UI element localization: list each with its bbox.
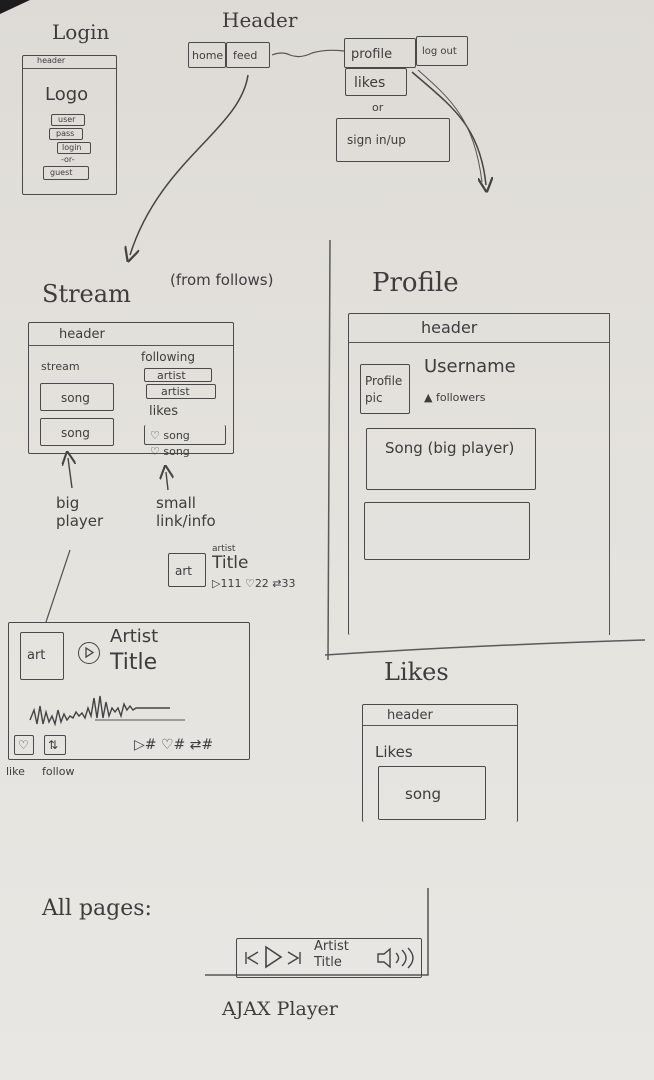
- page-bottom-line: [205, 888, 429, 976]
- profile-pic[interactable]: Profile pic: [360, 364, 410, 414]
- like-label: like: [6, 765, 25, 778]
- likes-header-label: header: [387, 708, 433, 723]
- profile-header-label: header: [421, 318, 478, 337]
- play-button-icon[interactable]: [78, 642, 100, 664]
- login-logo: Logo: [45, 84, 89, 105]
- login-user-field[interactable]: user: [51, 114, 85, 126]
- likes-heading: Likes: [375, 743, 413, 761]
- ajax-player-label: AJAX Player: [222, 998, 338, 1020]
- nav-profile-button[interactable]: profile: [344, 38, 416, 68]
- profile-username[interactable]: Username: [424, 356, 516, 377]
- feed-to-stream-arrow: [130, 74, 249, 255]
- nav-connector-line: [271, 49, 345, 58]
- follow-button[interactable]: ⇅: [44, 735, 66, 755]
- login-button[interactable]: login: [57, 142, 91, 154]
- all-pages-label: All pages:: [42, 896, 152, 921]
- big-player-stats: ▷# ♡# ⇄#: [134, 737, 214, 753]
- profile-followers[interactable]: ▲ followers: [424, 391, 486, 404]
- previous-icon[interactable]: [242, 948, 262, 968]
- like-button[interactable]: ♡: [14, 735, 34, 755]
- profile-mock: header: [348, 313, 610, 635]
- likes-heading: likes: [149, 404, 179, 419]
- likes-mock: header Likes: [362, 704, 518, 822]
- small-note-arrow: [166, 472, 168, 491]
- profile-empty-slot: [364, 502, 530, 560]
- play-icon[interactable]: [262, 944, 284, 970]
- stream-title: Stream: [42, 280, 131, 308]
- stream-header-label: header: [59, 327, 105, 342]
- ajax-player-title[interactable]: Title: [314, 955, 342, 970]
- profile-title: Profile: [372, 268, 459, 298]
- stream-song-1[interactable]: song: [40, 383, 114, 411]
- following-artist-1[interactable]: artist: [144, 368, 212, 382]
- big-player-note-arrow: [68, 458, 72, 489]
- nav-home-button[interactable]: home: [188, 42, 226, 68]
- repost-icon: ⇅: [48, 738, 59, 752]
- nav-or: or: [372, 101, 384, 114]
- stream-song-2[interactable]: song: [40, 418, 114, 446]
- heart-icon: ♡: [18, 738, 29, 752]
- play-icon: [85, 646, 95, 659]
- guest-button[interactable]: guest: [43, 166, 89, 180]
- heart-icon: ♡: [150, 429, 164, 442]
- liked-songs-list: [144, 425, 226, 445]
- next-icon[interactable]: [284, 948, 304, 968]
- profile-to-page-arrow: [411, 71, 486, 185]
- small-player-stats: ▷111 ♡22 ⇄33: [212, 577, 296, 590]
- login-or: -or-: [61, 155, 75, 164]
- big-player-title[interactable]: Title: [110, 650, 158, 675]
- heart-icon: ♡: [150, 445, 164, 458]
- small-player-title[interactable]: Title: [212, 553, 249, 573]
- big-player-art[interactable]: art: [20, 632, 64, 680]
- following-heading: following: [141, 350, 195, 364]
- header-title: Header: [222, 8, 298, 32]
- liked-song-2[interactable]: ♡ song: [150, 445, 190, 458]
- liked-song-1[interactable]: ♡ song: [150, 429, 190, 442]
- nav-feed-button[interactable]: feed: [226, 42, 270, 68]
- follow-label: follow: [42, 765, 75, 778]
- small-link-note: small link/info: [156, 494, 216, 530]
- sign-in-up-button[interactable]: sign in/up: [336, 118, 450, 162]
- column-divider: [327, 239, 331, 661]
- page-corner-shadow: [0, 0, 30, 14]
- waveform: [29, 695, 170, 727]
- stream-mock: header stream following likes: [28, 322, 234, 454]
- nav-likes-button[interactable]: likes: [345, 68, 407, 96]
- login-pass-field[interactable]: pass: [49, 128, 83, 140]
- stream-heading: stream: [41, 360, 80, 373]
- big-player-artist[interactable]: Artist: [110, 626, 159, 647]
- profile-song-big-player[interactable]: Song (big player): [366, 428, 536, 490]
- section-divider: [324, 639, 646, 656]
- big-player: [8, 622, 250, 760]
- ajax-player-bar: [236, 938, 422, 978]
- nav-log-out-button[interactable]: log out: [416, 36, 468, 66]
- profile-mock-right-edge: [609, 313, 610, 635]
- person-icon: ▲: [424, 391, 436, 404]
- login-mock: header Logo user pass login -or- guest: [22, 55, 117, 195]
- login-header-label: header: [37, 56, 66, 65]
- big-player-note: big player: [56, 494, 104, 530]
- small-player-art[interactable]: art: [168, 553, 206, 587]
- big-player-pointer: [45, 549, 71, 623]
- small-player-artist[interactable]: artist: [212, 544, 236, 554]
- likes-title: Likes: [384, 658, 449, 686]
- stream-subtitle: (from follows): [170, 271, 274, 289]
- ajax-player-artist[interactable]: Artist: [314, 939, 349, 954]
- login-title: Login: [52, 20, 110, 44]
- likes-song[interactable]: song: [378, 766, 486, 820]
- following-artist-2[interactable]: artist: [146, 384, 216, 399]
- volume-icon[interactable]: [374, 946, 418, 970]
